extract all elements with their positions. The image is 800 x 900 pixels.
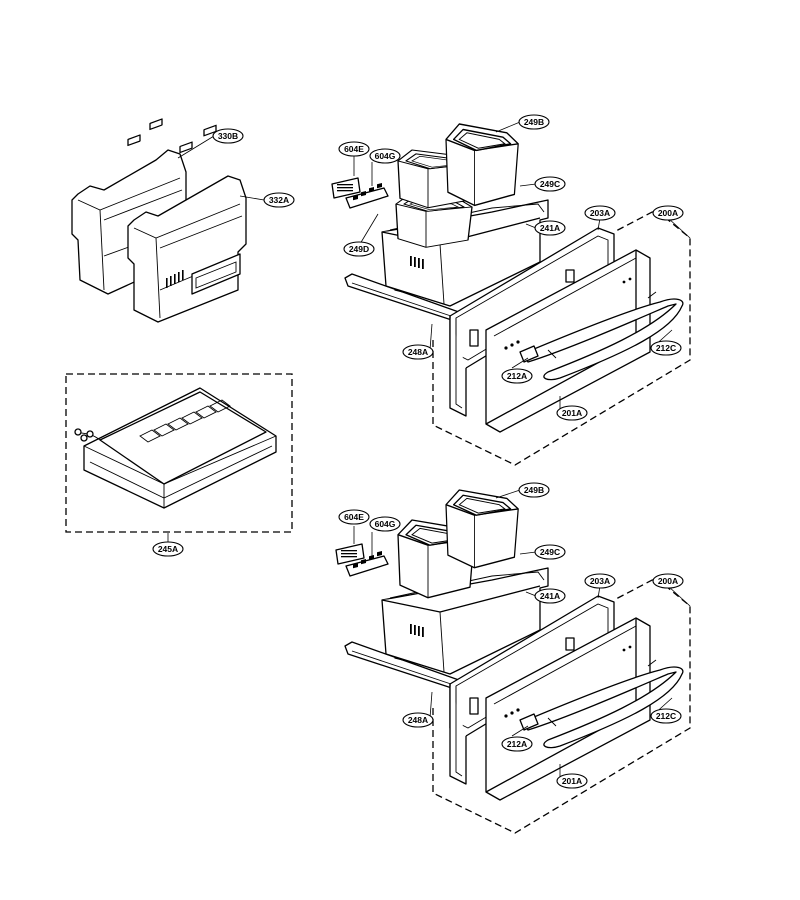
callout-bottom-248a-text: 248A: [408, 715, 428, 725]
callout-245a-text: 245A: [158, 544, 178, 554]
callout-top-212a-text: 212A: [507, 371, 527, 381]
callout-bottom-241a: 241A: [534, 588, 566, 604]
callout-bottom-249b-text: 249B: [524, 485, 544, 495]
callout-332a: 332A: [263, 192, 295, 208]
callout-top-203a: 203A: [584, 205, 616, 221]
callout-bottom-249b: 249B: [518, 482, 550, 498]
callout-bottom-604g-text: 604G: [375, 519, 396, 529]
callout-bottom-248a: 248A: [402, 712, 434, 728]
callout-bottom-604e: 604E: [338, 509, 370, 525]
callout-bottom-212c: 212C: [650, 708, 682, 724]
callout-top-604g-text: 604G: [375, 151, 396, 161]
module-245a-drawing: [65, 373, 293, 533]
callout-bottom-212c-text: 212C: [656, 711, 676, 721]
callout-top-604e: 604E: [338, 141, 370, 157]
callout-bottom-200a-text: 200A: [658, 576, 678, 586]
callout-bottom-212a-text: 212A: [507, 739, 527, 749]
callout-top-249c: 249C: [534, 176, 566, 192]
callout-top-249d-text: 249D: [349, 244, 369, 254]
callout-top-212c-text: 212C: [656, 343, 676, 353]
callout-bottom-249c: 249C: [534, 544, 566, 560]
callout-bottom-604g: 604G: [369, 516, 401, 532]
callout-bottom-604e-text: 604E: [344, 512, 364, 522]
callout-top-248a: 248A: [402, 344, 434, 360]
callout-bottom-241a-text: 241A: [540, 591, 560, 601]
cover-332a-drawing: [127, 124, 247, 323]
callout-top-241a: 241A: [534, 220, 566, 236]
callout-top-203a-text: 203A: [590, 208, 610, 218]
callout-top-200a-text: 200A: [658, 208, 678, 218]
callout-332a-text: 332A: [269, 195, 289, 205]
callout-top-212c: 212C: [650, 340, 682, 356]
callout-top-249d: 249D: [343, 241, 375, 257]
callout-bottom-212a: 212A: [501, 736, 533, 752]
callout-bottom-203a: 203A: [584, 573, 616, 589]
callout-bottom-201a-text: 201A: [562, 776, 582, 786]
callout-245a: 245A: [152, 541, 184, 557]
callout-top-201a: 201A: [556, 405, 588, 421]
top-drawer-assembly: [331, 123, 691, 466]
callout-top-249b: 249B: [518, 114, 550, 130]
callout-top-248a-text: 248A: [408, 347, 428, 357]
callout-top-249b-text: 249B: [524, 117, 544, 127]
callout-top-200a: 200A: [652, 205, 684, 221]
callout-bottom-200a: 200A: [652, 573, 684, 589]
callout-top-604g: 604G: [369, 148, 401, 164]
callout-top-241a-text: 241A: [540, 223, 560, 233]
callout-bottom-201a: 201A: [556, 773, 588, 789]
callout-top-604e-text: 604E: [344, 144, 364, 154]
callout-bottom-249c-text: 249C: [540, 547, 560, 557]
callout-top-212a: 212A: [501, 368, 533, 384]
bottom-drawer-assembly: [335, 489, 691, 834]
callout-330b: 330B: [212, 128, 244, 144]
callout-top-201a-text: 201A: [562, 408, 582, 418]
callout-top-249c-text: 249C: [540, 179, 560, 189]
callout-330b-text: 330B: [218, 131, 238, 141]
callout-bottom-203a-text: 203A: [590, 576, 610, 586]
